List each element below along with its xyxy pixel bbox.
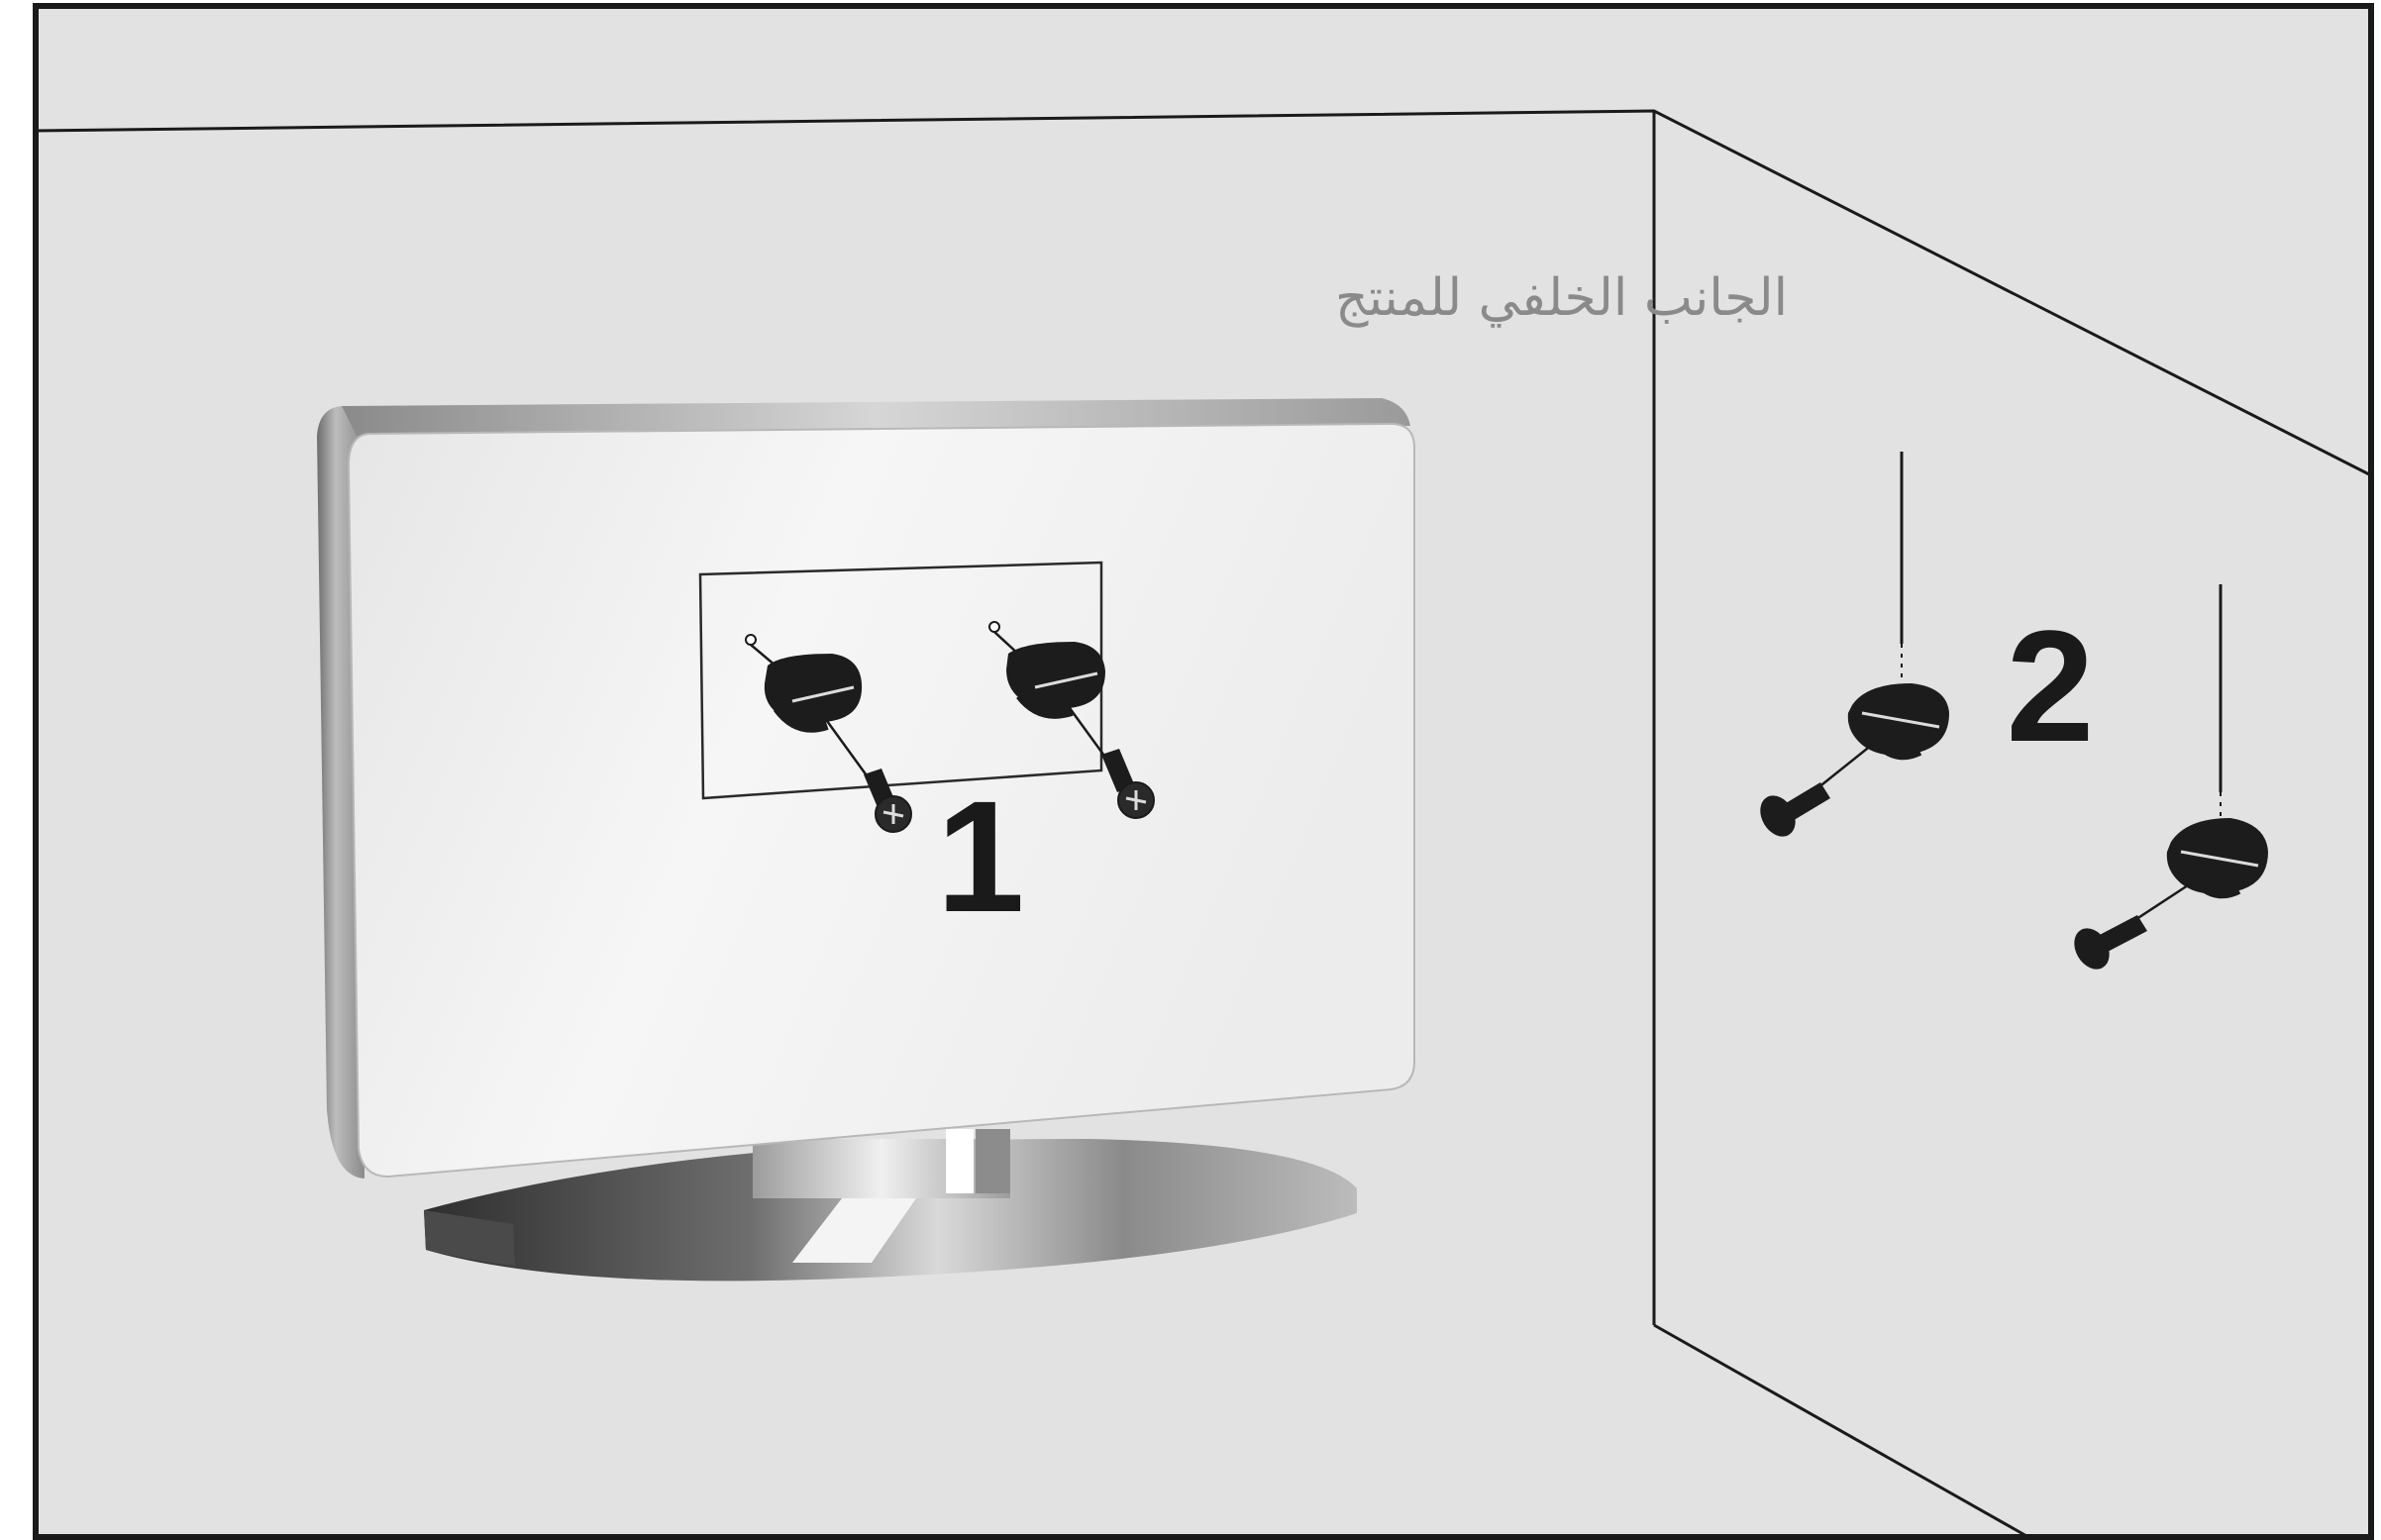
caption-rear-of-product: الجانب الخلفي للمنتج: [1335, 268, 1788, 328]
step-1-label: 1: [937, 768, 1025, 945]
step-2-label: 2: [2007, 597, 2095, 774]
